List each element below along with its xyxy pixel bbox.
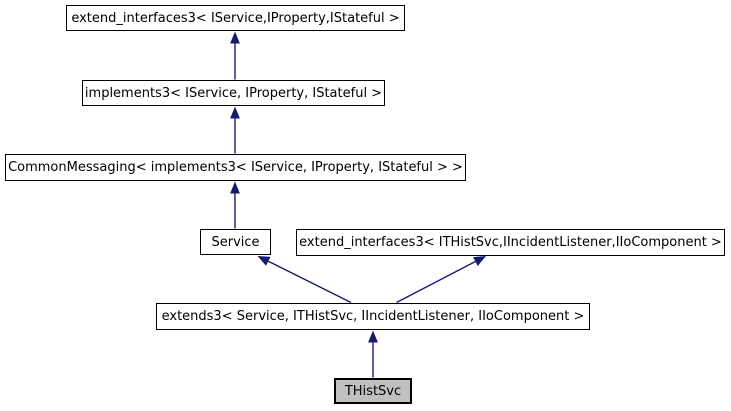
node-thistsvc-current: THistSvc [334,378,412,404]
node-extends3[interactable]: extends3< Service, ITHistSvc, IIncidentL… [156,303,590,330]
arrowhead-extends3-to-service [257,256,271,266]
arrowhead-service-to-commonmessaging [230,181,240,194]
arrowhead-implements3-to-extend-interfaces3 [230,31,240,44]
edge-extends3-to-service [267,260,352,304]
node-implements3[interactable]: implements3< IService, IProperty, IState… [82,80,385,106]
node-commonmessaging[interactable]: CommonMessaging< implements3< IService, … [5,154,466,181]
node-extend-interfaces3-ithistsvc[interactable]: extend_interfaces3< ITHistSvc,IIncidentL… [296,229,725,256]
arrowhead-commonmessaging-to-implements3 [230,106,240,119]
node-service[interactable]: Service [200,229,271,255]
arrowhead-thistsvc-to-extends3 [368,330,378,343]
node-extend-interfaces3-iservice[interactable]: extend_interfaces3< IService,IProperty,I… [66,5,405,31]
edge-extends3-to-extend-interfaces3-ithistsvc [396,260,476,304]
arrowhead-extends3-to-extend-interfaces3-ithistsvc [473,256,486,266]
